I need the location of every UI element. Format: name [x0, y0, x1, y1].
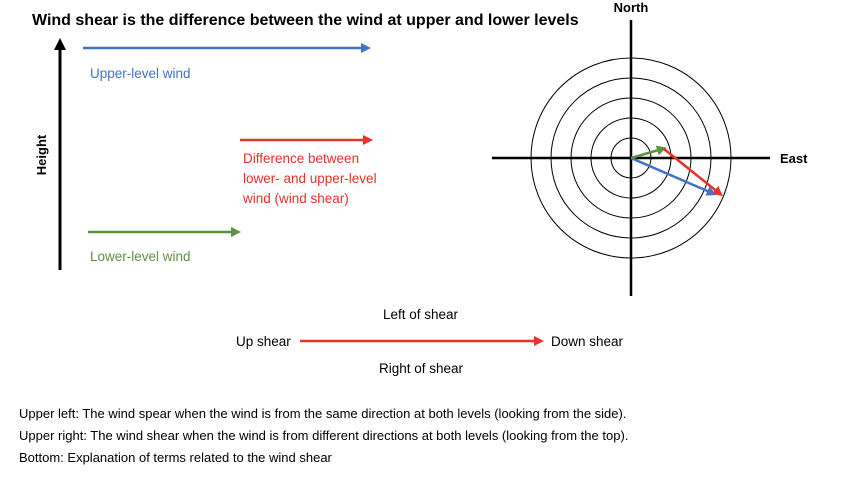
top-view-shear-vector — [663, 148, 723, 197]
left-of-shear-label: Left of shear — [383, 307, 459, 322]
height-axis-label: Height — [34, 134, 49, 175]
caption-line-1: Upper left: The wind spear when the wind… — [19, 406, 626, 421]
lower-level-wind-label: Lower-level wind — [90, 249, 191, 264]
top-view-lower-wind-vector — [630, 145, 667, 160]
right-of-shear-label: Right of shear — [379, 361, 464, 376]
caption-line-3: Bottom: Explanation of terms related to … — [19, 450, 333, 465]
diagram-title: Wind shear is the difference between the… — [32, 12, 579, 29]
top-view-upper-wind-vector — [630, 156, 717, 196]
shear-difference-label-line-3: wind (wind shear) — [242, 191, 349, 206]
upper-level-wind-label: Upper-level wind — [90, 66, 191, 81]
up-shear-label: Up shear — [236, 334, 291, 349]
east-label: East — [780, 151, 808, 166]
down-shear-label: Down shear — [551, 334, 624, 349]
caption-line-2: Upper right: The wind shear when the win… — [19, 428, 628, 443]
shear-difference-label-line-1: Difference between — [243, 151, 359, 166]
north-label: North — [614, 0, 649, 15]
shear-difference-label-line-2: lower- and upper-level — [243, 171, 377, 186]
